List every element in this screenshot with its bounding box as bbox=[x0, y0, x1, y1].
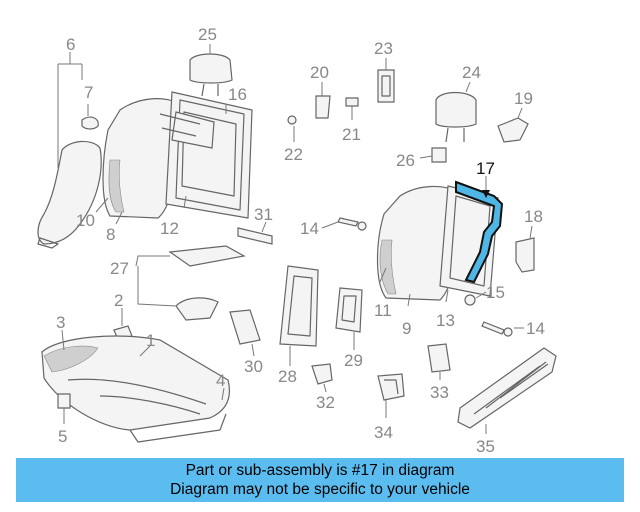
part-bolt-15 bbox=[464, 291, 487, 306]
callout-labels: 6 7 10 8 12 25 16 20 21 22 23 24 19 26 1… bbox=[56, 25, 545, 455]
part-frame-28 bbox=[279, 265, 319, 347]
callout-25: 25 bbox=[198, 25, 217, 44]
callout-20: 20 bbox=[310, 63, 329, 82]
part-bolt-14b bbox=[481, 321, 513, 337]
part-bracket-33 bbox=[427, 343, 451, 373]
part-guide-sleeve bbox=[431, 147, 447, 163]
callout-3: 3 bbox=[56, 313, 65, 332]
callout-7: 7 bbox=[84, 83, 93, 102]
part-seatback-right bbox=[376, 185, 499, 301]
part-seat-cushion bbox=[41, 335, 231, 443]
callout-34: 34 bbox=[374, 423, 393, 442]
callout-15: 15 bbox=[486, 283, 505, 302]
part-armrest-27 bbox=[168, 245, 246, 321]
callout-9: 9 bbox=[402, 319, 411, 338]
banner-line-1: Part or sub-assembly is #17 in diagram bbox=[185, 462, 455, 479]
banner-line-2: Diagram may not be specific to your vehi… bbox=[170, 481, 470, 498]
part-bracket-32 bbox=[311, 363, 333, 385]
part-bracket-34 bbox=[377, 373, 405, 401]
callout-2: 2 bbox=[114, 291, 123, 310]
part-frame-29 bbox=[335, 287, 363, 333]
part-headrest-right bbox=[435, 91, 477, 143]
part-panel-30 bbox=[229, 309, 261, 345]
part-seatback-left bbox=[102, 91, 253, 219]
callout-8: 8 bbox=[106, 225, 115, 244]
parts-diagram: 6 7 10 8 12 25 16 20 21 22 23 24 19 26 1… bbox=[37, 25, 557, 455]
callout-5: 5 bbox=[58, 427, 67, 446]
callout-24: 24 bbox=[462, 63, 481, 82]
callout-12: 12 bbox=[160, 219, 179, 238]
callout-4: 4 bbox=[216, 371, 225, 390]
part-headrest-left bbox=[189, 53, 233, 97]
callout-1: 1 bbox=[146, 331, 155, 350]
callout-26: 26 bbox=[396, 151, 415, 170]
callout-17-highlighted: 17 bbox=[476, 159, 495, 178]
callout-19: 19 bbox=[514, 89, 533, 108]
info-banner: Part or sub-assembly is #17 in diagram D… bbox=[16, 458, 624, 502]
callout-13: 13 bbox=[436, 311, 455, 330]
callout-31: 31 bbox=[254, 205, 273, 224]
callout-18: 18 bbox=[524, 207, 543, 226]
callout-10: 10 bbox=[76, 211, 95, 230]
callout-28: 28 bbox=[278, 367, 297, 386]
part-latch-cover bbox=[497, 117, 529, 143]
callout-14-lower: 14 bbox=[526, 319, 545, 338]
part-bracket-18 bbox=[515, 237, 535, 273]
callout-6: 6 bbox=[66, 35, 75, 54]
callout-22: 22 bbox=[284, 145, 303, 164]
callout-11: 11 bbox=[374, 301, 392, 320]
part-17-highlighted bbox=[455, 180, 504, 284]
callout-21: 21 bbox=[342, 125, 361, 144]
callout-23: 23 bbox=[374, 39, 393, 58]
callout-27: 27 bbox=[110, 259, 129, 278]
part-small-clips bbox=[287, 69, 395, 125]
part-bolt-14a bbox=[337, 217, 367, 231]
callout-35: 35 bbox=[476, 437, 495, 455]
part-trim-31 bbox=[237, 227, 273, 245]
callout-29: 29 bbox=[344, 351, 363, 370]
callout-33: 33 bbox=[430, 383, 449, 402]
callout-30: 30 bbox=[244, 357, 263, 376]
callout-32: 32 bbox=[316, 393, 335, 412]
part-plug-5 bbox=[57, 393, 71, 409]
callout-14-upper: 14 bbox=[300, 219, 319, 238]
part-bag-35 bbox=[457, 347, 557, 429]
part-side-bolster bbox=[37, 116, 102, 249]
callout-16: 16 bbox=[228, 85, 247, 104]
